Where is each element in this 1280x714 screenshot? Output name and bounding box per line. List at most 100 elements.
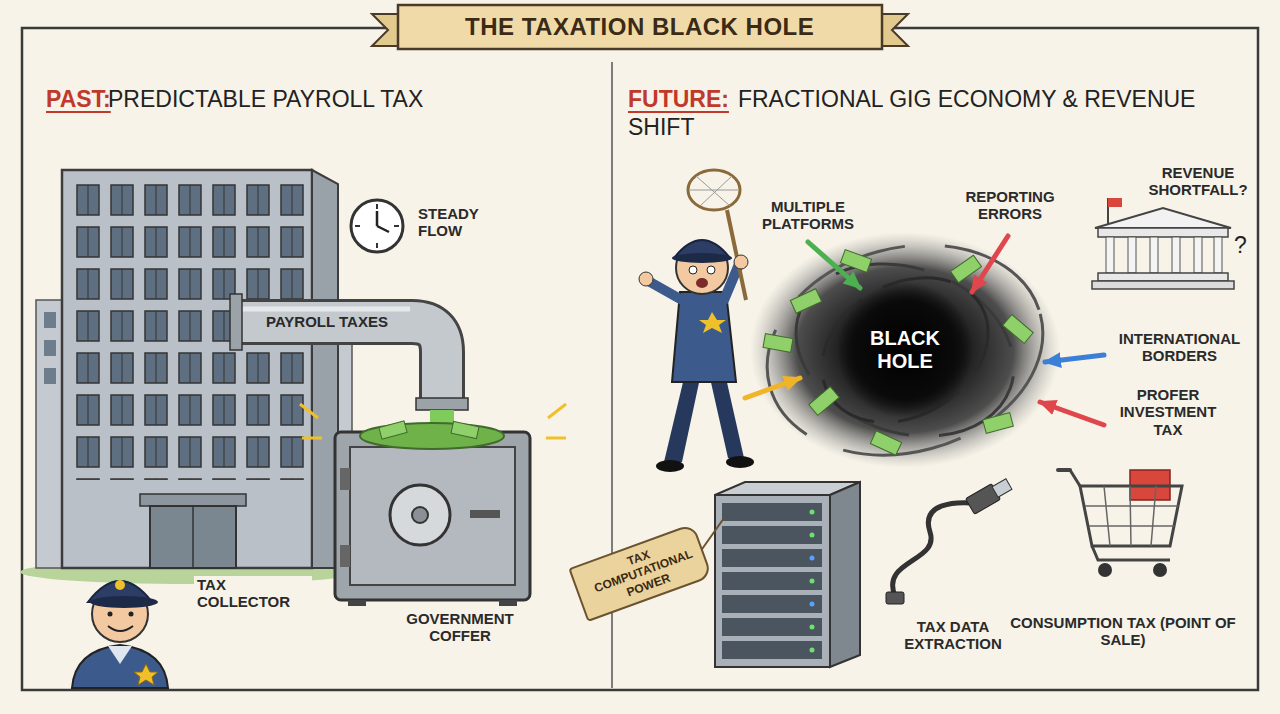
payroll-pipe-part bbox=[236, 322, 442, 402]
building-label: REVENUE SHORTFALL? bbox=[1144, 164, 1252, 199]
black-hole: BLACK HOLE bbox=[837, 282, 973, 418]
tax-collector-panicked-part bbox=[700, 176, 732, 206]
icon-label: CONSUMPTION TAX (POINT OF SALE) bbox=[1010, 614, 1236, 649]
server-rack-part bbox=[722, 595, 822, 613]
server-rack-part bbox=[810, 648, 815, 653]
shopping-cart-part bbox=[1098, 563, 1112, 577]
black-hole-swirl-part bbox=[983, 413, 1014, 434]
tax-collector-panicked-part bbox=[650, 282, 682, 300]
money-safe-part bbox=[340, 545, 350, 567]
tax-collector-panicked bbox=[639, 170, 754, 472]
government-building bbox=[1092, 198, 1234, 289]
tax-collector-panicked-part bbox=[672, 253, 732, 263]
black-hole-swirl-part bbox=[951, 255, 982, 283]
office-building-part bbox=[140, 494, 246, 506]
tax-collector-panicked-part bbox=[656, 460, 684, 472]
clock-part bbox=[376, 211, 379, 226]
server-rack-part bbox=[722, 641, 822, 659]
frame bbox=[22, 28, 1258, 690]
arrow-label: PROFER INVESTMENT TAX bbox=[1112, 386, 1224, 438]
shopping-cart-part bbox=[1151, 486, 1156, 546]
server-rack-part bbox=[830, 482, 860, 667]
tax-collector-panicked-part bbox=[696, 278, 708, 288]
icon-label: TAX DATA EXTRACTION bbox=[880, 618, 1026, 653]
tax-collector-happy-part bbox=[115, 580, 125, 590]
usb-cable bbox=[886, 479, 1012, 604]
clock-part bbox=[351, 200, 403, 252]
server-rack-part bbox=[810, 510, 815, 515]
money-safe bbox=[300, 404, 566, 606]
shopping-cart-part bbox=[1092, 546, 1170, 560]
government-building-part bbox=[1106, 237, 1114, 273]
black-hole-swirl-part bbox=[809, 387, 839, 416]
shopping-cart-part bbox=[1089, 525, 1174, 527]
tax-collector-happy-part bbox=[134, 664, 158, 685]
shopping-cart-part bbox=[1058, 468, 1070, 472]
money-safe-part bbox=[350, 447, 515, 585]
government-building-part bbox=[1098, 228, 1228, 237]
tax-collector-panicked-part bbox=[734, 255, 748, 269]
title-text: THE TAXATION BLACK HOLE bbox=[465, 13, 814, 41]
section-tag: FUTURE: bbox=[628, 86, 729, 114]
government-building-part bbox=[1098, 273, 1228, 281]
shopping-cart bbox=[1058, 470, 1182, 577]
shopping-cart-part bbox=[1130, 486, 1131, 546]
payroll-pipe-part bbox=[416, 398, 468, 410]
pressure-arrows-part bbox=[1045, 355, 1104, 362]
payroll-pipe-part bbox=[236, 322, 442, 402]
tax-collector-panicked-part bbox=[699, 312, 726, 333]
usb-cable-part bbox=[886, 592, 904, 604]
pressure-arrows-part bbox=[1040, 402, 1104, 425]
server-rack-part bbox=[722, 549, 822, 567]
pressure-arrows-part bbox=[972, 236, 1008, 292]
pressure-arrows-part bbox=[745, 378, 800, 398]
money-safe-part bbox=[390, 485, 450, 545]
usb-cable-part bbox=[893, 503, 972, 596]
office-building-part bbox=[44, 340, 56, 356]
tax-collector-panicked-part bbox=[689, 266, 697, 274]
clock bbox=[351, 200, 403, 252]
shopping-cart-part bbox=[1080, 486, 1182, 546]
tax-collector-panicked-part bbox=[690, 190, 738, 191]
arrow-label: REPORTING ERRORS bbox=[955, 188, 1065, 223]
tax-collector-happy-part bbox=[72, 645, 168, 688]
office-building-part bbox=[192, 506, 194, 568]
clock-part bbox=[377, 226, 389, 232]
clock-part bbox=[394, 225, 399, 227]
money-safe-part bbox=[302, 437, 322, 440]
server-rack-part bbox=[722, 526, 822, 544]
clock-part bbox=[376, 243, 378, 248]
black-hole-swirl-part bbox=[790, 289, 821, 314]
tax-collector-panicked-part bbox=[639, 272, 653, 286]
money-safe-part bbox=[335, 432, 530, 600]
tax-collector-panicked-part bbox=[696, 176, 730, 206]
title-banner bbox=[372, 5, 908, 49]
tax-collector-panicked-part bbox=[707, 266, 715, 274]
black-hole-swirl-part bbox=[763, 334, 793, 353]
server-rack bbox=[700, 482, 860, 667]
government-building-part bbox=[1214, 237, 1222, 273]
arrow-label: INTERNATIONAL BORDERS bbox=[1112, 330, 1247, 365]
shopping-cart-part bbox=[1070, 470, 1080, 486]
government-building-part bbox=[1150, 237, 1158, 273]
black-hole-swirl-part bbox=[870, 431, 901, 456]
office-building-part bbox=[62, 170, 312, 568]
arrow-label: MULTIPLE PLATFORMS bbox=[758, 198, 858, 233]
server-rack-part bbox=[810, 602, 815, 607]
server-rack-part bbox=[722, 618, 822, 636]
clock-part bbox=[355, 225, 360, 227]
black-hole-swirl-part bbox=[840, 250, 871, 273]
shopping-cart-part bbox=[1104, 486, 1110, 546]
government-building-part bbox=[1194, 237, 1202, 273]
payroll-pipe-part bbox=[230, 294, 242, 350]
heading-group: FUTURE:FRACTIONAL GIG ECONOMY & REVENUE … bbox=[628, 86, 1218, 141]
usb-cable-part bbox=[992, 479, 1012, 497]
section-tag: PAST: bbox=[46, 86, 111, 112]
tax-collector-happy-part bbox=[108, 646, 132, 664]
tax-collector-happy-part bbox=[90, 596, 158, 608]
shopping-cart-part bbox=[1153, 563, 1167, 577]
payroll-pipe-part bbox=[240, 307, 410, 312]
money-safe-part bbox=[300, 404, 318, 418]
server-rack-part bbox=[810, 556, 815, 561]
